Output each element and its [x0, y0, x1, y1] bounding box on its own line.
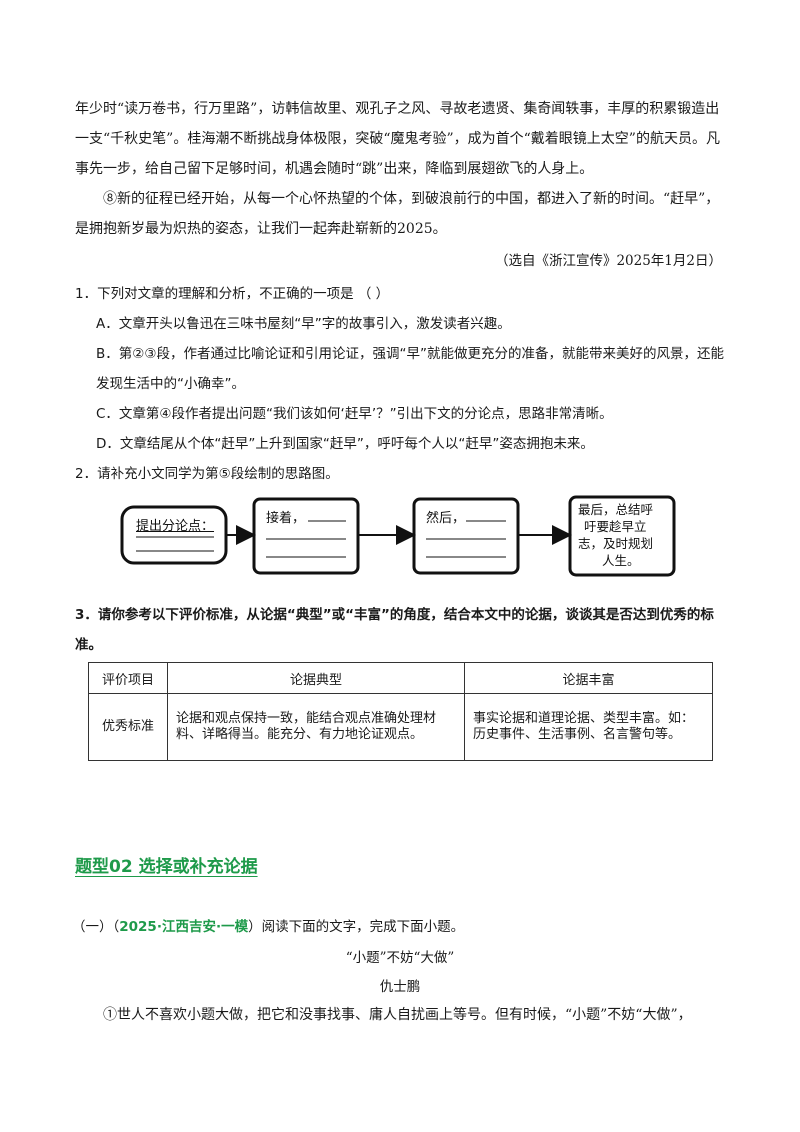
table-row: 优秀标准 论据和观点保持一致，能结合观点准确处理材料、详略得当。能充分、有力地论… [88, 693, 713, 761]
thinking-flow-diagram: 提出分论点： 接着， 然后， 最后，总结呼 吁要趁早立 志，及时规划 人生。 [118, 493, 718, 581]
question-1-option-d: D．文章结尾从个体“赶早”上升到国家“赶早”，呼吁每个人以“赶早”姿态拥抱未来。 [96, 436, 594, 452]
table-header-rich: 论据丰富 [464, 662, 713, 694]
reading-intro-source: 2025·江西吉安·一模 [119, 919, 249, 935]
passage-paragraph-continued: 年少时“读万卷书，行万里路”，访韩信故里、观孔子之风、寻故老遗贤、集奇闻轶事，丰… [75, 101, 720, 177]
table-row-label: 优秀标准 [88, 693, 168, 761]
flow-box-4-line-2: 吁要趁早立 [584, 519, 647, 534]
flow-box-4-line-4: 人生。 [602, 553, 640, 568]
section-title: 题型02 选择或补充论据 [75, 857, 258, 877]
table-header-item: 评价项目 [88, 662, 168, 694]
question-1-option-b: B．第②③段，作者通过比喻论证和引用论证，强调“早”就能做更充分的准备，就能带来… [96, 346, 724, 392]
question-3-stem: 3．请你参考以下评价标准，从论据“典型”或“丰富”的角度，结合本文中的论据，谈谈… [75, 607, 714, 653]
reading-intro-suffix: ）阅读下面的文字，完成下面小题。 [248, 919, 465, 935]
flow-box-4-line-3: 志，及时规划 [578, 536, 654, 551]
table-cell-rich: 事实论据和道理论据、类型丰富。如：历史事件、生活事例、名言警句等。 [464, 693, 713, 761]
flow-diagram-shapes [120, 495, 676, 577]
reading-intro-prefix: （一）（ [72, 919, 120, 935]
passage-source: （选自《浙江宣传》2025年1月2日） [494, 253, 722, 269]
flow-box-3-label: 然后， [426, 511, 466, 526]
flow-box-1-label: 提出分论点： [136, 519, 215, 534]
table-header-row: 评价项目 论据典型 论据丰富 [88, 662, 713, 694]
table-header-typical: 论据典型 [167, 662, 465, 694]
evaluation-criteria-table: 评价项目 论据典型 论据丰富 优秀标准 论据和观点保持一致，能结合观点准确处理材… [88, 662, 713, 761]
reading-title: “小题”不妨“大做” [345, 950, 455, 966]
question-1-stem: 1．下列对文章的理解和分析，不正确的一项是 （ ） [75, 286, 390, 302]
question-2-stem: 2．请补充小文同学为第⑤段绘制的思路图。 [75, 466, 339, 482]
reading-author: 仇士鹏 [379, 979, 421, 995]
flow-box-4-line-1: 最后，总结呼 [578, 502, 654, 517]
question-1-option-a: A．文章开头以鲁迅在三味书屋刻“早”字的故事引入，激发读者兴趣。 [96, 316, 511, 332]
passage-paragraph-8: ⑧新的征程已经开始，从每一个心怀热望的个体，到破浪前行的中国，都进入了新的时间。… [75, 191, 720, 237]
question-1-option-c: C．文章第④段作者提出问题“我们该如何‘赶早’？”引出下文的分论点，思路非常清晰… [96, 406, 613, 422]
reading-paragraph-1: ①世人不喜欢小题大做，把它和没事找事、庸人自扰画上等号。但有时候，“小题”不妨“… [103, 1007, 692, 1023]
flow-box-2-label: 接着， [266, 511, 306, 526]
table-cell-typical: 论据和观点保持一致，能结合观点准确处理材料、详略得当。能充分、有力地论证观点。 [167, 693, 465, 761]
reading-intro: （一）（2025·江西吉安·一模）阅读下面的文字，完成下面小题。 [72, 912, 722, 942]
